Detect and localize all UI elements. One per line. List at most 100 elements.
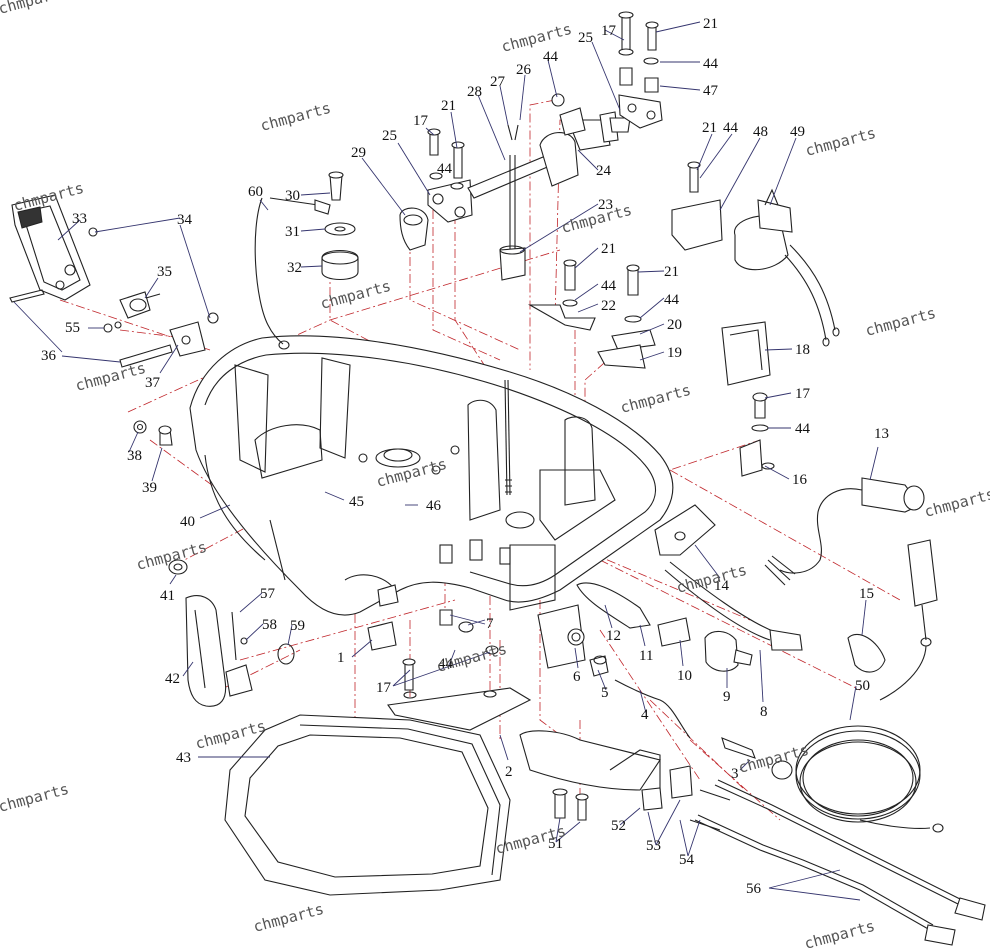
callout-16: 16 xyxy=(792,472,808,488)
watermark: chmparts xyxy=(251,900,325,936)
throttle-link-assembly xyxy=(427,11,663,281)
watermark: chmparts xyxy=(318,277,392,313)
callout-17d: 17 xyxy=(376,680,392,696)
callout-33: 33 xyxy=(72,211,87,227)
callout-44f: 44 xyxy=(664,292,680,308)
callout-17a: 17 xyxy=(601,23,617,39)
watermark: chmparts xyxy=(258,99,332,135)
callout-6: 6 xyxy=(573,669,581,685)
callout-43: 43 xyxy=(176,750,191,766)
callout-57: 57 xyxy=(260,586,276,602)
bottom-parts xyxy=(387,658,793,821)
lower-cowling-40 xyxy=(189,335,674,616)
callout-44a: 44 xyxy=(703,56,719,72)
callout-21d: 21 xyxy=(601,241,616,257)
callout-45: 45 xyxy=(349,494,364,510)
callout-44d: 44 xyxy=(723,120,739,136)
callout-4: 4 xyxy=(641,707,649,723)
watermark: chmparts xyxy=(922,485,990,521)
callout-3: 3 xyxy=(731,766,739,782)
side-parts-left xyxy=(133,420,295,707)
callout-7: 7 xyxy=(486,616,494,632)
callout-44h: 44 xyxy=(438,656,454,672)
callout-44c: 44 xyxy=(437,161,453,177)
part-number-callouts: 1 2 3 4 5 6 7 8 9 10 11 12 13 14 15 16 1… xyxy=(41,16,889,897)
relay-assembly xyxy=(671,161,840,347)
callout-47: 47 xyxy=(703,83,719,99)
callout-41: 41 xyxy=(160,588,175,604)
callout-19: 19 xyxy=(667,345,682,361)
callout-22: 22 xyxy=(601,298,616,314)
gasket-43 xyxy=(224,714,511,896)
callout-17c: 17 xyxy=(795,386,811,402)
callout-54: 54 xyxy=(679,852,695,868)
callout-55: 55 xyxy=(65,320,80,336)
right-upper-parts xyxy=(721,321,775,477)
callout-30: 30 xyxy=(285,188,300,204)
callout-52: 52 xyxy=(611,818,626,834)
callout-11: 11 xyxy=(639,648,653,664)
watermark: chmparts xyxy=(0,0,71,18)
callout-35: 35 xyxy=(157,264,172,280)
watermark: chmparts xyxy=(434,640,508,676)
callout-25b: 25 xyxy=(382,128,397,144)
callout-5: 5 xyxy=(601,685,609,701)
callout-14: 14 xyxy=(714,578,730,594)
callout-27: 27 xyxy=(490,74,506,90)
callout-56: 56 xyxy=(746,881,762,897)
callout-12: 12 xyxy=(606,628,621,644)
callout-48: 48 xyxy=(753,124,768,140)
watermark: chmparts xyxy=(803,124,877,160)
callout-44b: 44 xyxy=(543,49,559,65)
callout-24: 24 xyxy=(596,163,612,179)
callout-58: 58 xyxy=(262,617,277,633)
harness-right xyxy=(795,539,944,833)
callout-46: 46 xyxy=(426,498,442,514)
callout-25a: 25 xyxy=(578,30,593,46)
watermark: chmparts xyxy=(863,304,937,340)
callout-60: 60 xyxy=(248,184,263,200)
callout-31: 31 xyxy=(285,224,300,240)
callout-40: 40 xyxy=(180,514,195,530)
callout-34: 34 xyxy=(177,212,193,228)
callout-21e: 21 xyxy=(664,264,679,280)
callout-2: 2 xyxy=(505,764,513,780)
callout-38: 38 xyxy=(127,448,142,464)
callout-23: 23 xyxy=(598,197,613,213)
callout-9: 9 xyxy=(723,689,731,705)
lock-assembly-left xyxy=(9,194,219,368)
callout-59: 59 xyxy=(290,618,305,634)
callout-44e: 44 xyxy=(601,278,617,294)
watermark: chmparts xyxy=(618,381,692,417)
callout-44g: 44 xyxy=(795,421,811,437)
watermark: chmparts xyxy=(559,201,633,237)
callout-32: 32 xyxy=(287,260,302,276)
callout-13: 13 xyxy=(874,426,889,442)
callout-21b: 21 xyxy=(441,98,456,114)
callout-37: 37 xyxy=(145,375,161,391)
callout-29: 29 xyxy=(351,145,366,161)
watermark: chmparts xyxy=(499,20,573,56)
watermark: chmparts xyxy=(0,780,71,816)
callout-10: 10 xyxy=(677,668,692,684)
callout-1: 1 xyxy=(337,650,345,666)
callout-28: 28 xyxy=(467,84,482,100)
brackets-center xyxy=(527,259,656,369)
callout-36: 36 xyxy=(41,348,57,364)
callout-20: 20 xyxy=(667,317,682,333)
callout-17b: 17 xyxy=(413,113,429,129)
watermark: chmparts xyxy=(802,917,876,951)
callout-49: 49 xyxy=(790,124,805,140)
callout-50: 50 xyxy=(855,678,870,694)
callout-21a: 21 xyxy=(703,16,718,32)
callout-8: 8 xyxy=(760,704,768,720)
watermark: chmparts xyxy=(73,359,147,395)
upper-left-fasteners xyxy=(254,171,429,350)
callout-42: 42 xyxy=(165,671,180,687)
callout-21c: 21 xyxy=(702,120,717,136)
callout-39: 39 xyxy=(142,480,157,496)
electrical-parts xyxy=(367,477,925,739)
callout-51: 51 xyxy=(548,836,563,852)
callout-15: 15 xyxy=(859,586,874,602)
